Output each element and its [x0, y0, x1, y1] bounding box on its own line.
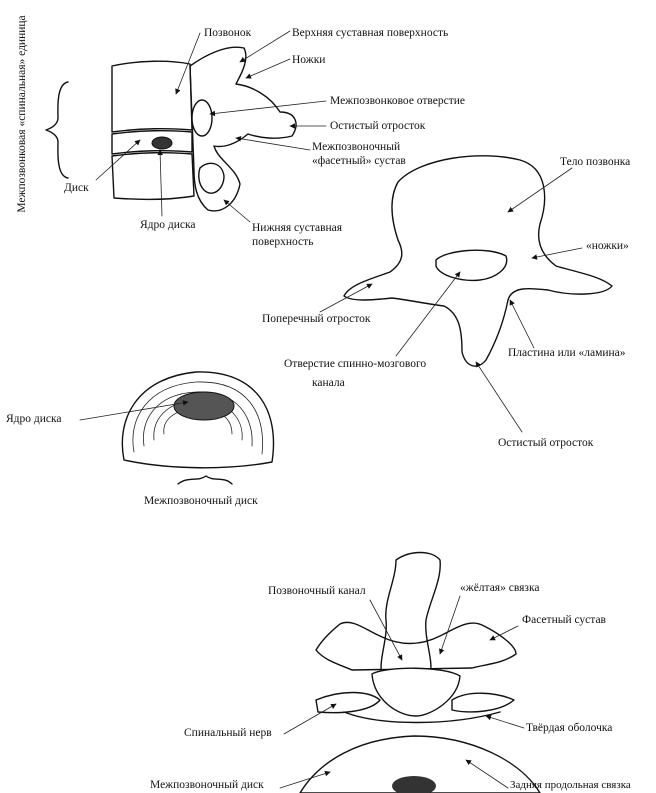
label-superior-articular: Верхняя суставная поверхность — [292, 27, 448, 40]
label-spinous-side: Остистый отросток — [330, 120, 425, 133]
inferior-facet-shape — [199, 163, 224, 193]
label-transverse-process: Поперечный отросток — [262, 313, 370, 326]
label-foramen: Межпозвонковое отверстие — [330, 95, 465, 108]
label-inferior-articular-line2: поверхность — [252, 236, 313, 249]
label-nucleus-disc: Ядро диска — [6, 413, 62, 426]
label-vertebral-body: Тело позвонка — [560, 156, 630, 169]
canal-shape — [372, 668, 460, 716]
spinal-unit-vertical-label: Межпозвонковая «спинальная» единица — [16, 14, 28, 214]
top-view-drawing — [344, 156, 612, 366]
label-inferior-articular-line1: Нижняя суставная — [252, 222, 342, 235]
nucleus-shape — [152, 137, 172, 149]
label-intervertebral-disc: Межпозвоночный диск — [144, 495, 258, 508]
label-spinal-nerve: Спинальный нерв — [184, 727, 272, 740]
label-disc-cross: Межпозвоночный диск — [150, 779, 264, 792]
label-spinal-canal: Позвоночный канал — [268, 585, 366, 598]
label-canal-line1: Отверстие спинно-мозгового — [284, 358, 426, 371]
label-facet-joint-line1: Межпозвоночный — [312, 141, 400, 154]
spinous-process-shape — [381, 553, 440, 677]
disc-brace — [178, 476, 232, 484]
label-pedicles: Ножки — [292, 54, 325, 67]
label-facet-joint-line2: «фасетный» сустав — [312, 155, 406, 168]
label-disc-side: Диск — [64, 182, 89, 195]
label-spinous-top: Остистый отросток — [498, 437, 593, 450]
label-posterior-ligament: Задняя продольная связка — [510, 779, 631, 792]
label-pedicles-top: «ножки» — [586, 240, 629, 253]
label-canal-line2: канала — [312, 377, 345, 390]
foramen-shape — [192, 100, 212, 136]
lower-vertebra-body — [112, 153, 194, 200]
label-facet-joint: Фасетный сустав — [522, 614, 606, 627]
disc-top-drawing — [80, 372, 273, 484]
label-yellow-ligament: «жёлтая» связка — [460, 582, 539, 595]
brace-left — [46, 82, 68, 178]
upper-vertebra-body — [112, 61, 192, 132]
lamina-shape — [316, 622, 516, 670]
disc-nucleus-shape — [174, 392, 234, 420]
label-nucleus-side: Ядро диска — [140, 219, 196, 232]
label-dura: Твёрдая оболочка — [526, 722, 612, 735]
label-lamina: Пластина или «ламина» — [508, 347, 626, 360]
label-vertebra: Позвонок — [204, 27, 251, 40]
